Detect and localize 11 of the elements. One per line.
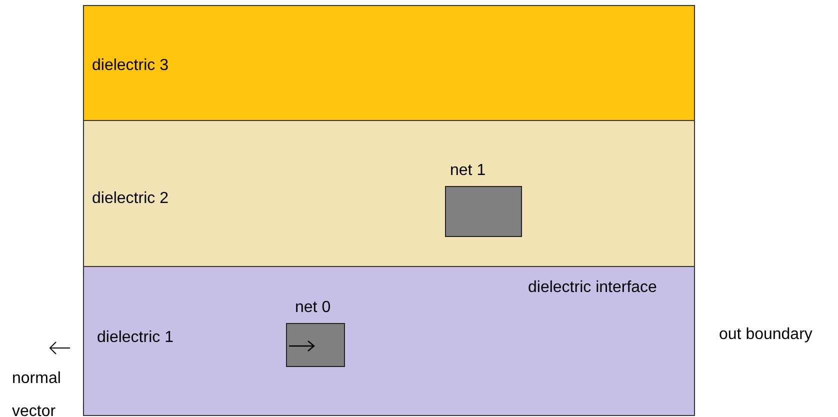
layer-label: dielectric 1 <box>97 328 174 348</box>
layer-label: dielectric 3 <box>92 56 168 76</box>
layer-label: dielectric 2 <box>92 189 168 209</box>
net-label: net 0 <box>295 298 331 318</box>
vector-label: normal vector <box>12 369 62 417</box>
dielectric-layer <box>83 5 695 121</box>
dielectric-layer <box>83 266 695 416</box>
boundary-label: out boundary <box>719 325 812 345</box>
net-label: net 1 <box>450 161 486 181</box>
dielectric-layer <box>83 120 695 267</box>
interface-label: dielectric interface <box>528 278 657 298</box>
